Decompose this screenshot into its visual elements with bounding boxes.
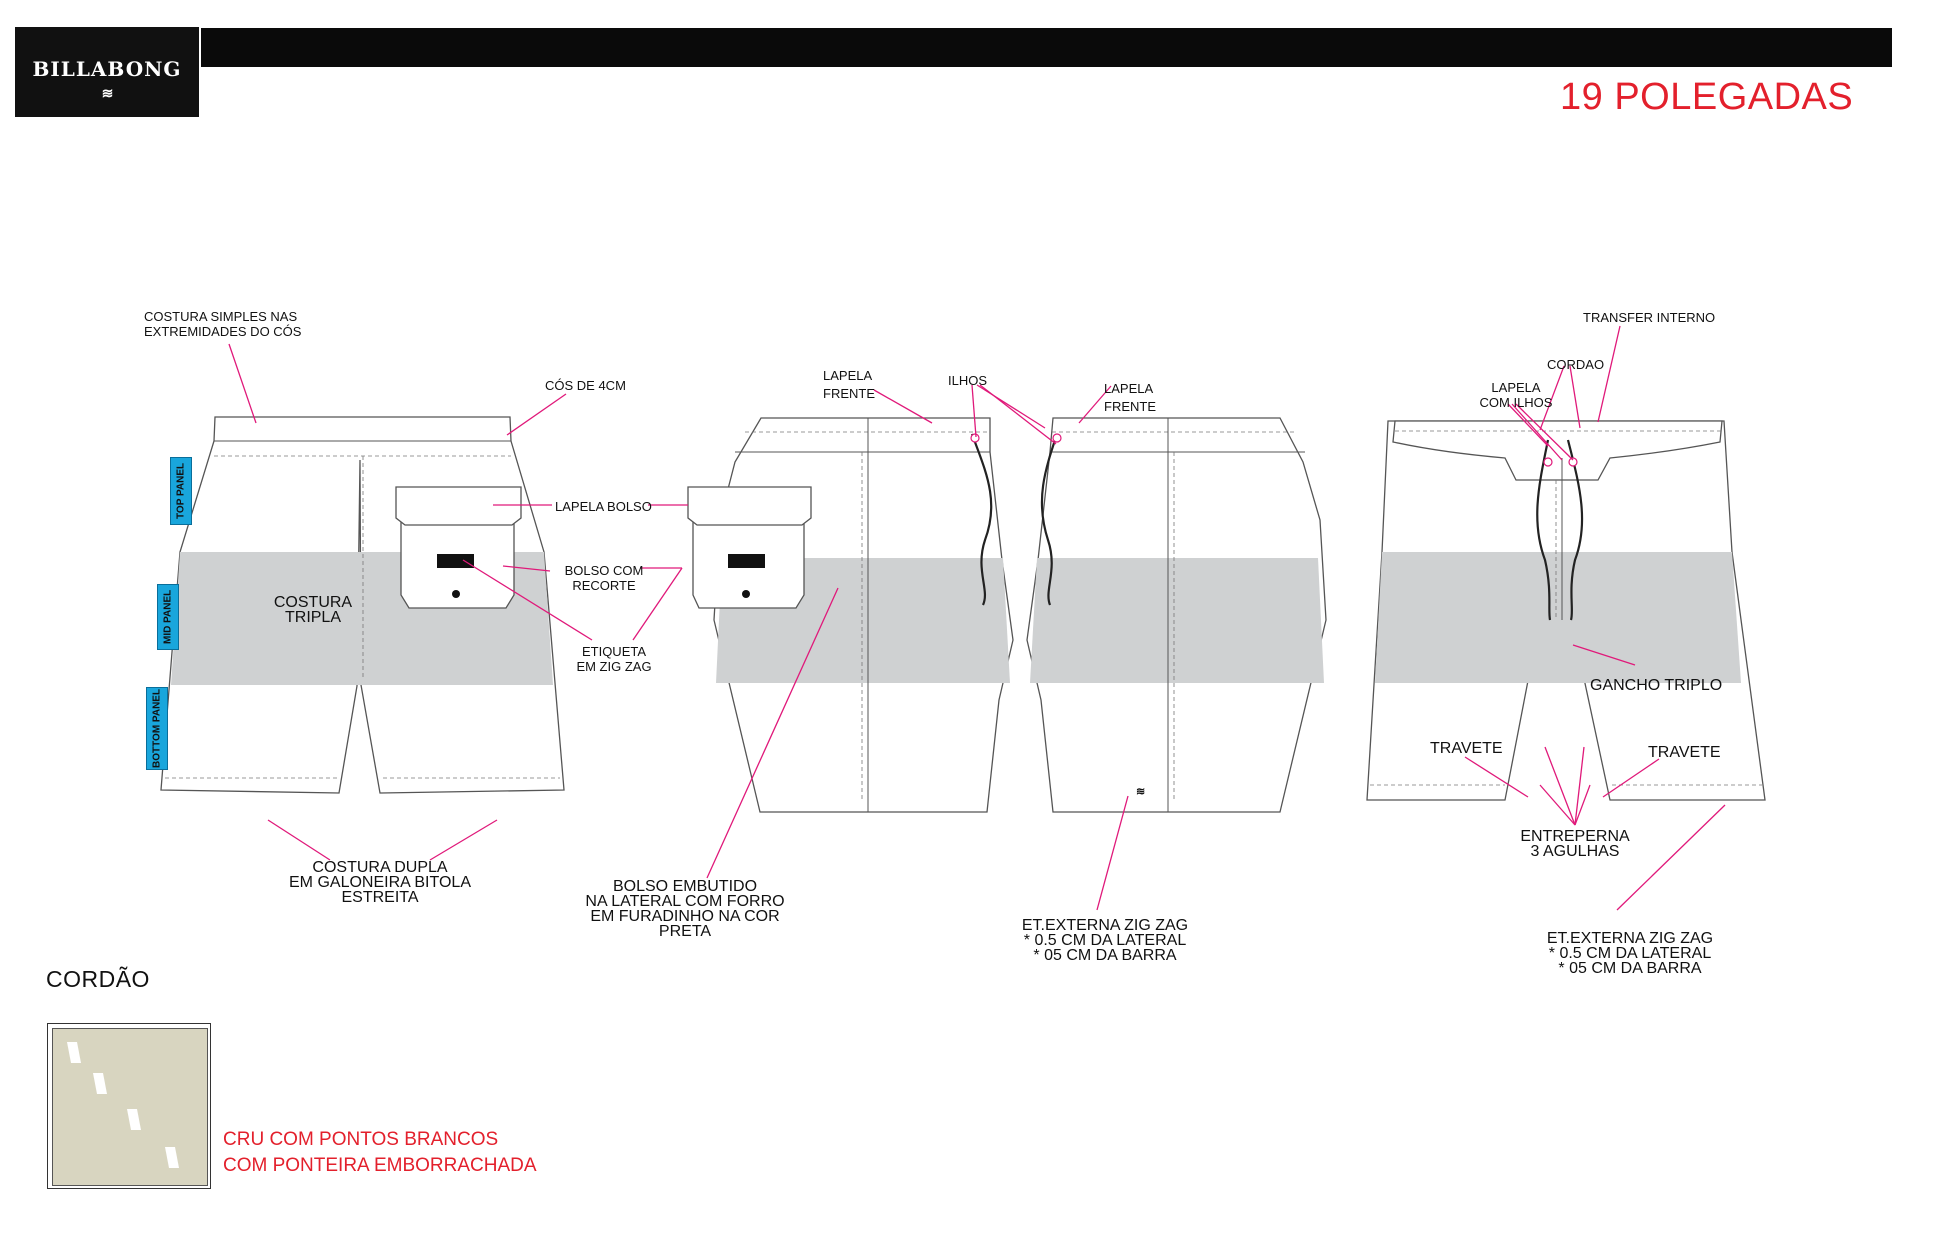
callout-travete-left: TRAVETE: [1430, 740, 1503, 757]
callout-bolso-recorte: BOLSO COM RECORTE: [560, 563, 648, 593]
callout-entreperna-2: 3 AGULHAS: [1530, 843, 1620, 860]
callout-costura-simples: COSTURA SIMPLES NAS EXTREMIDADES DO CÓS: [144, 309, 304, 339]
callout-lapela-frente-right-1: LAPELA: [1104, 381, 1154, 396]
short-back-flat: [1366, 420, 1766, 801]
callout-costura-tripla: COSTURA TRIPLA: [268, 594, 358, 626]
brand-logo: BILLABONG ≋: [15, 27, 199, 117]
cordao-note-1: CRU COM PONTOS BRANCOS: [223, 1129, 499, 1150]
short-side-right: ≋: [1026, 417, 1327, 813]
cordao-swatch: [52, 1028, 208, 1186]
callout-et-externa-mid: ET.EXTERNA ZIG ZAG * 0.5 CM DA LATERAL *…: [1010, 917, 1200, 964]
size-title: 19 POLEGADAS: [1560, 76, 1854, 118]
callout-costura-dupla-2: EM GALONEIRA BITOLA: [289, 874, 471, 891]
callout-lapela-frente-left-2: FRENTE: [823, 386, 875, 401]
callout-bolso-recorte-2: RECORTE: [572, 578, 636, 593]
callout-travete-right: TRAVETE: [1648, 744, 1721, 761]
cordao-title: CORDÃO: [46, 966, 150, 992]
callout-et-externa-right-2: * 0.5 CM DA LATERAL: [1548, 945, 1712, 962]
callout-bolso-embutido-3: EM FURADINHO NA COR PRETA: [590, 908, 780, 940]
callout-costura-dupla-1: COSTURA DUPLA: [312, 859, 448, 876]
callout-etiqueta-1: ETIQUETA: [581, 644, 647, 659]
panel-tag-top: TOP PANEL: [170, 457, 192, 525]
billabong-wave-icon: ≋: [101, 85, 114, 101]
callout-cos: CÓS DE 4CM: [545, 378, 626, 393]
brand-logo-text: BILLABONG: [32, 57, 182, 81]
svg-text:≋: ≋: [1136, 786, 1145, 798]
short-front-flat: [160, 416, 565, 794]
callout-cordao: CORDAO: [1547, 357, 1605, 372]
cordao-note: CRU COM PONTOS BRANCOS COM PONTEIRA EMBO…: [223, 1127, 537, 1179]
panel-tag-bottom: BOTTOM PANEL: [146, 687, 168, 770]
callout-costura-simples-text: COSTURA SIMPLES NAS EXTREMIDADES DO CÓS: [144, 309, 302, 339]
callout-lapela-frente-left: LAPELA FRENTE: [823, 367, 875, 403]
callout-bolso-embutido-2: NA LATERAL COM FORRO: [585, 893, 785, 910]
callout-gancho-triplo: GANCHO TRIPLO: [1590, 677, 1723, 694]
callout-et-externa-mid-2: * 0.5 CM DA LATERAL: [1023, 932, 1187, 949]
callout-et-externa-mid-1: ET.EXTERNA ZIG ZAG: [1021, 917, 1189, 934]
callout-lapela-frente-left-1: LAPELA: [823, 368, 873, 383]
callout-costura-dupla: COSTURA DUPLA EM GALONEIRA BITOLA ESTREI…: [280, 859, 480, 906]
callout-et-externa-right-1: ET.EXTERNA ZIG ZAG: [1546, 930, 1714, 947]
short-side-left: [687, 417, 1014, 813]
callout-lines: [228, 325, 1726, 911]
callout-et-externa-right-3: * 05 CM DA BARRA: [1558, 960, 1702, 977]
callout-bolso-embutido: BOLSO EMBUTIDO NA LATERAL COM FORRO EM F…: [570, 878, 800, 940]
callout-lapela-frente-right-2: FRENTE: [1104, 399, 1156, 414]
callout-lapela-frente-right: LAPELA FRENTE: [1104, 380, 1156, 416]
callout-etiqueta: ETIQUETA EM ZIG ZAG: [566, 644, 662, 674]
callout-costura-tripla-2: TRIPLA: [284, 609, 341, 626]
cordao-dots: [67, 1042, 179, 1168]
callout-entreperna: ENTREPERNA 3 AGULHAS: [1505, 828, 1645, 860]
callout-bolso-recorte-1: BOLSO COM: [564, 563, 644, 578]
callout-lapela-ilhos-2: COM ILHOS: [1479, 395, 1553, 410]
header-bar: [201, 28, 1892, 67]
callout-ilhos: ILHOS: [948, 373, 988, 388]
cordao-swatch-frame: [47, 1023, 211, 1189]
callout-et-externa-mid-3: * 05 CM DA BARRA: [1033, 947, 1177, 964]
callout-costura-dupla-3: ESTREITA: [341, 889, 419, 906]
callout-bolso-embutido-1: BOLSO EMBUTIDO: [612, 878, 758, 895]
callout-transfer-interno: TRANSFER INTERNO: [1583, 310, 1716, 325]
callout-costura-tripla-1: COSTURA: [273, 594, 353, 611]
cordao-note-2: COM PONTEIRA EMBORRACHADA: [223, 1155, 537, 1176]
callout-lapela-ilhos: LAPELA COM ILHOS: [1476, 380, 1556, 410]
callout-entreperna-1: ENTREPERNA: [1520, 828, 1630, 845]
callout-lapela-ilhos-1: LAPELA: [1491, 380, 1541, 395]
panel-tag-mid: MID PANEL: [157, 584, 179, 650]
callout-et-externa-right: ET.EXTERNA ZIG ZAG * 0.5 CM DA LATERAL *…: [1535, 930, 1725, 977]
callout-etiqueta-2: EM ZIG ZAG: [576, 659, 652, 674]
callout-lapela-bolso: LAPELA BOLSO: [555, 499, 652, 514]
